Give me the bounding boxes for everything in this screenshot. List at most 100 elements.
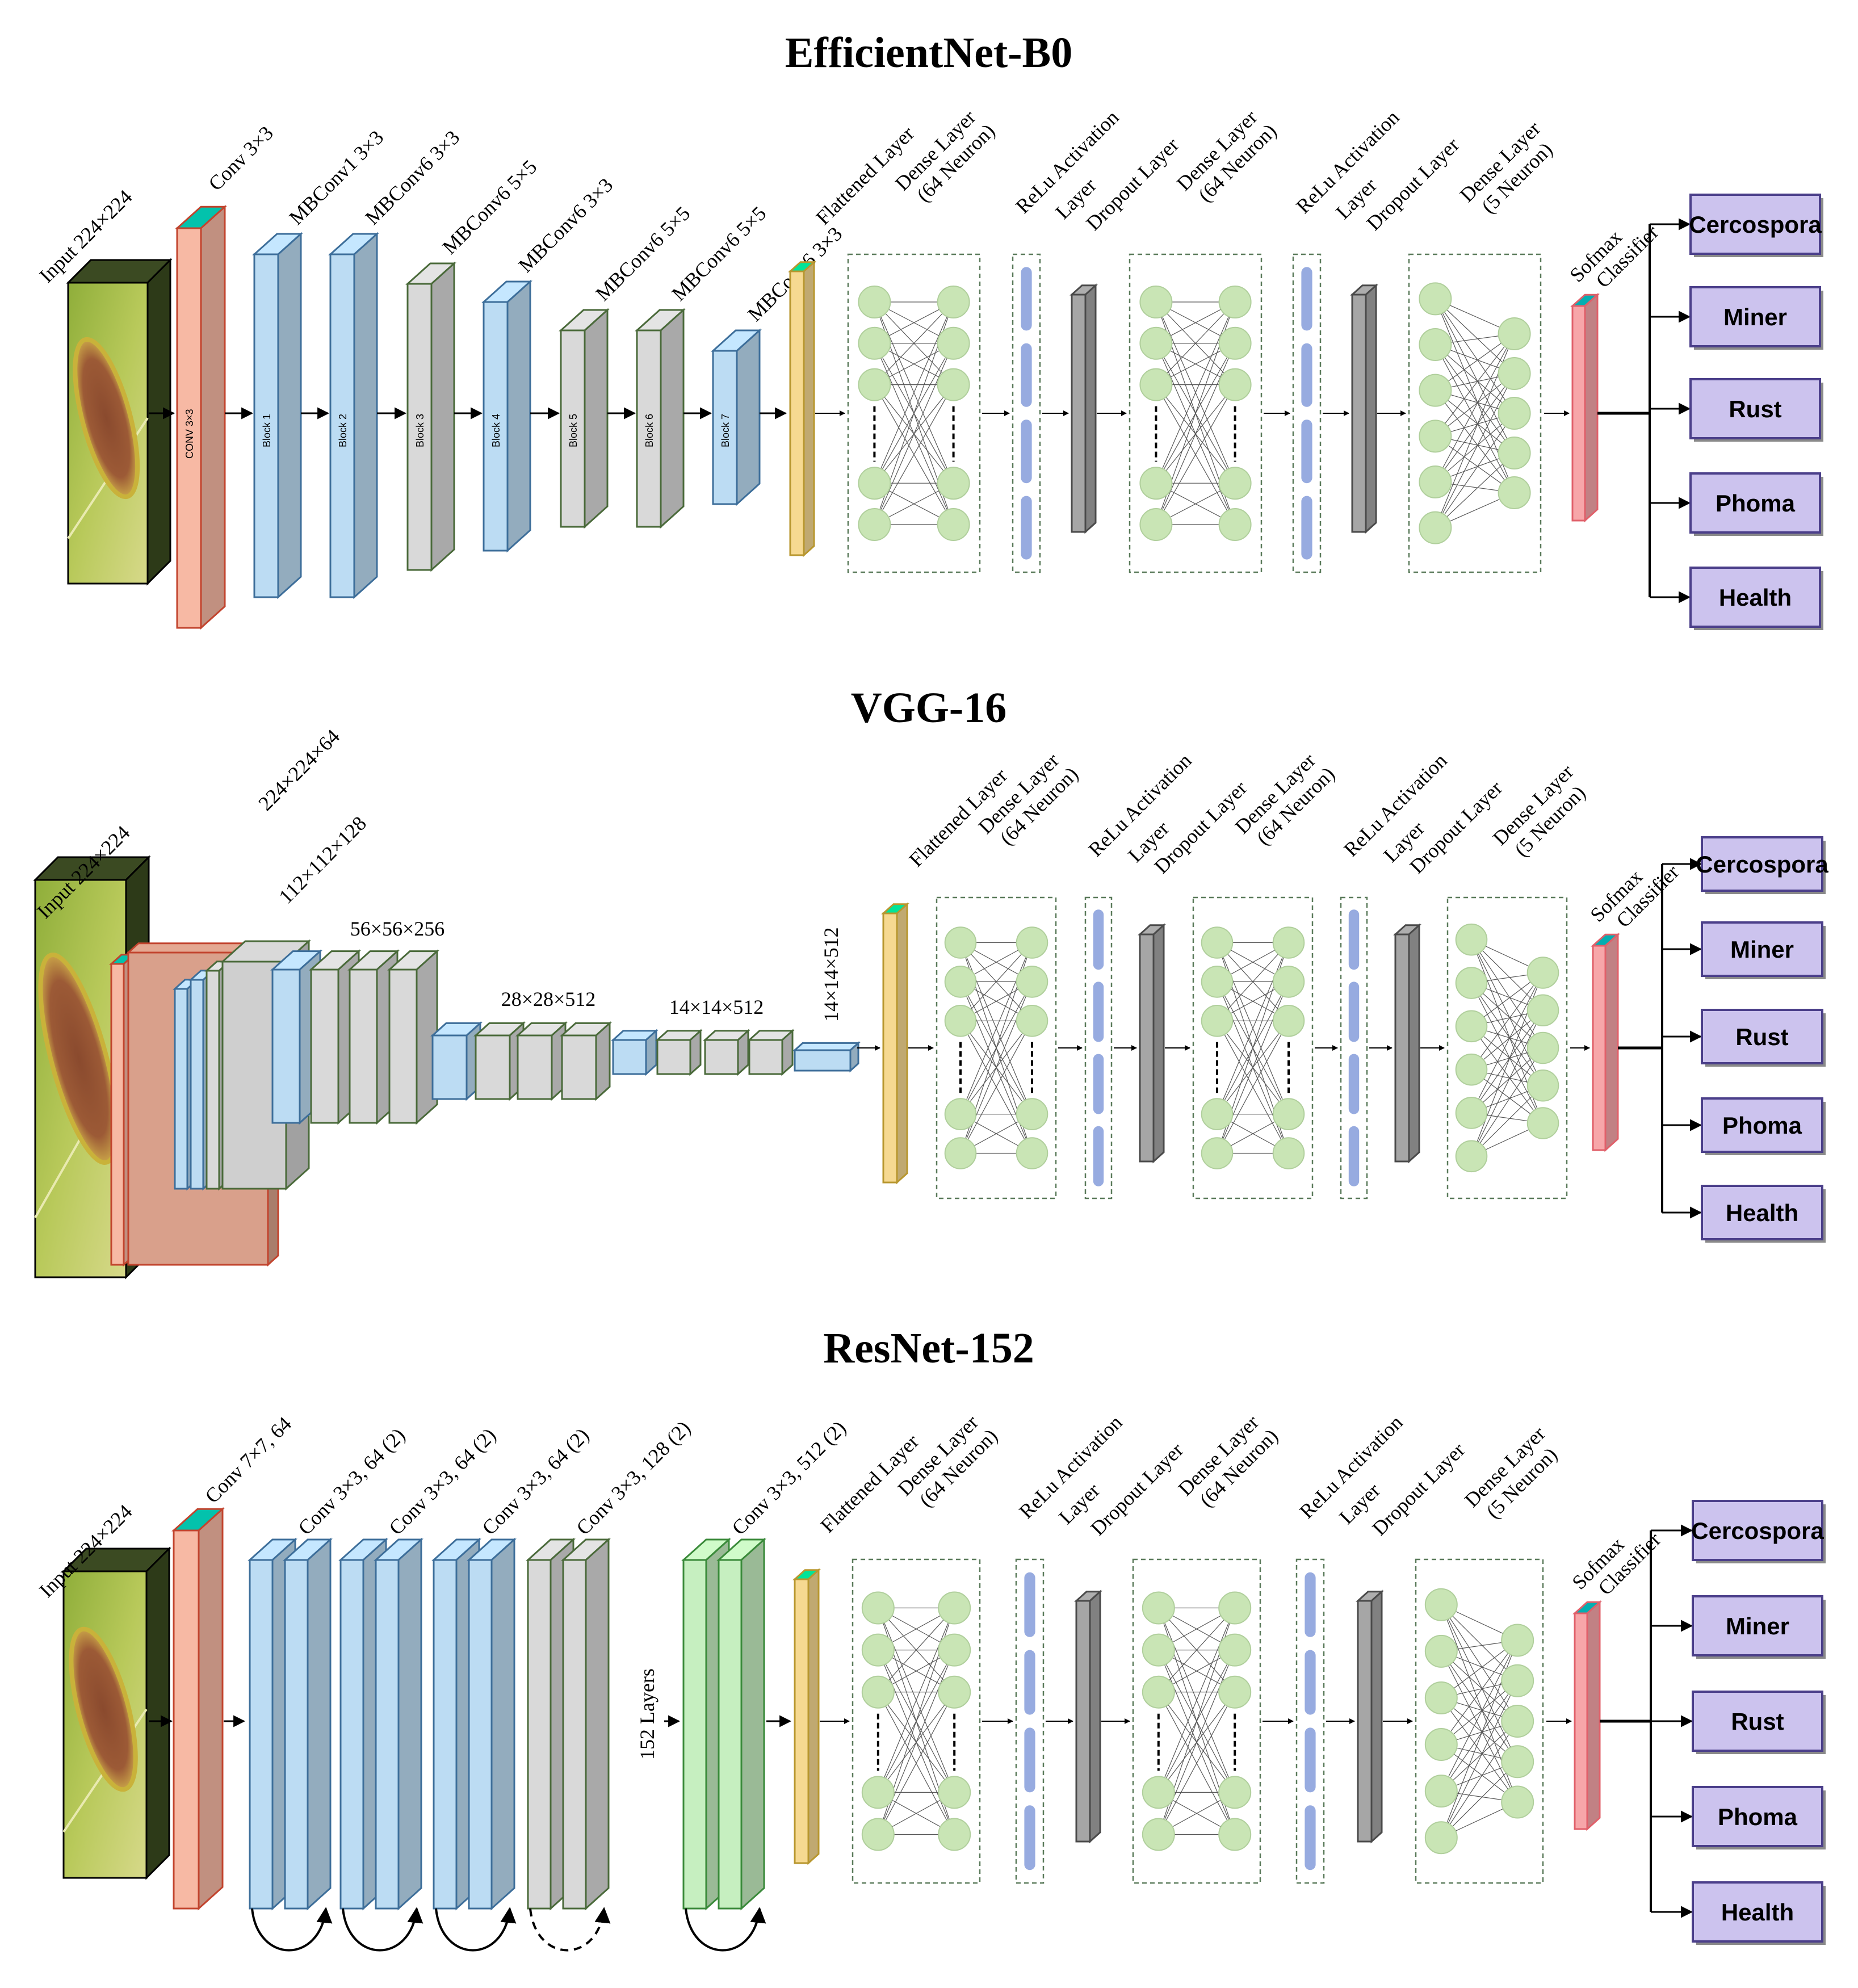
relu-unit	[1301, 267, 1312, 331]
box-front	[483, 301, 509, 552]
synapse	[1155, 384, 1236, 525]
relu-unit	[1348, 982, 1360, 1042]
dense-frame	[1132, 1558, 1261, 1884]
softmax-classifier	[1572, 1600, 1602, 1831]
synapse	[1471, 983, 1544, 1086]
synapse	[874, 301, 954, 385]
synapse	[1471, 1010, 1544, 1113]
dropout-layer-2	[1393, 923, 1421, 1164]
neuron	[858, 368, 891, 401]
vgg-conv4-a	[430, 1021, 483, 1101]
resnet-conv7x7-label: Conv 7×7, 64	[200, 1412, 296, 1508]
box-front	[1351, 293, 1367, 533]
relu-unit	[1093, 1126, 1104, 1186]
neuron	[1455, 1097, 1488, 1129]
class-label-rust: Rust	[1729, 396, 1781, 422]
relu-unit	[1093, 909, 1104, 970]
skip-connection	[342, 1907, 423, 1952]
neuron	[1455, 1053, 1488, 1086]
box-front	[174, 988, 188, 1190]
leaf-side	[145, 1546, 170, 1880]
neuron	[1419, 511, 1452, 544]
neuron	[1501, 1785, 1534, 1819]
title-efficientnet: EfficientNet-B0	[785, 29, 1073, 77]
synapse	[1435, 413, 1515, 528]
synapse	[1471, 939, 1544, 1011]
dropout-layer-2	[1356, 1589, 1384, 1844]
relu-unit	[1024, 1727, 1035, 1793]
box-front	[284, 1559, 309, 1910]
resnet-group-1-b	[283, 1537, 333, 1911]
dense-frame	[1129, 253, 1263, 573]
class-box	[1701, 1185, 1823, 1240]
box-front	[882, 912, 898, 1184]
synapse	[1441, 1604, 1518, 1762]
neuron	[1419, 328, 1452, 362]
neuron	[1424, 1728, 1458, 1761]
box-front	[527, 1559, 552, 1910]
dropout-layer-1-label: Dropout Layer	[1081, 133, 1183, 235]
synapse	[878, 1650, 955, 1835]
neuron	[944, 1005, 977, 1037]
box-side	[1365, 283, 1377, 534]
box-top	[792, 1042, 861, 1051]
box-front	[562, 1559, 587, 1910]
synapse	[1217, 1021, 1289, 1154]
dense-layer-2	[1132, 1558, 1261, 1884]
dense-layer-3	[1408, 253, 1542, 573]
mbconv-block-4-inner: Block 4	[490, 414, 502, 447]
class-label-miner: Miner	[1726, 1613, 1789, 1639]
dropout-layer-2-label: Dropout Layer	[1368, 1438, 1469, 1540]
neuron	[1424, 1681, 1458, 1714]
box-front	[560, 329, 586, 528]
mbconv-block-3	[405, 261, 456, 572]
neuron	[1272, 1137, 1305, 1169]
relu-unit	[1305, 1650, 1316, 1715]
neuron	[937, 508, 970, 541]
synapse	[1441, 1697, 1518, 1762]
input-image-efficientnet	[66, 258, 173, 586]
neuron	[944, 926, 977, 959]
neuron	[1201, 926, 1234, 959]
synapse	[1441, 1604, 1518, 1681]
conv-stem	[175, 204, 227, 630]
vgg-conv4-c	[515, 1021, 568, 1101]
box-side	[807, 1568, 820, 1865]
box-front	[794, 1578, 810, 1864]
synapse	[1441, 1640, 1518, 1792]
class-label-miner: Miner	[1723, 304, 1787, 330]
synapse	[1217, 942, 1289, 1021]
synapse	[960, 942, 1033, 1021]
box-front	[475, 1034, 511, 1100]
dropout-layer-1	[1138, 923, 1166, 1164]
box-front	[561, 1034, 597, 1100]
neuron	[1424, 1821, 1458, 1855]
box-front	[682, 1559, 707, 1910]
relu-unit	[1301, 420, 1312, 484]
neuron	[1498, 476, 1531, 509]
box-front	[1574, 1612, 1588, 1830]
dense-frame	[852, 1558, 981, 1884]
neuron	[1142, 1776, 1175, 1809]
resnet-conv7x7	[171, 1507, 225, 1911]
neuron	[861, 1633, 895, 1667]
synapse	[1155, 301, 1236, 385]
vgg-conv5-c	[703, 1029, 750, 1076]
class-label-health: Health	[1726, 1199, 1798, 1226]
box-front	[253, 253, 279, 598]
dropout-layer-1	[1074, 1589, 1102, 1844]
box-front	[712, 350, 738, 505]
box-side	[1370, 1589, 1383, 1844]
synapse	[1435, 452, 1515, 529]
neuron	[937, 286, 970, 318]
relu-unit	[1093, 1054, 1104, 1114]
neuron	[1201, 1098, 1234, 1130]
box-front	[1357, 1600, 1373, 1843]
resnet-group-2-b	[374, 1537, 423, 1911]
synapse	[1435, 299, 1515, 414]
box-front	[1071, 293, 1087, 533]
box-side	[803, 260, 815, 557]
resnet-conv512-b	[716, 1537, 766, 1911]
box-front	[789, 270, 805, 556]
flattened-layer	[881, 902, 909, 1185]
